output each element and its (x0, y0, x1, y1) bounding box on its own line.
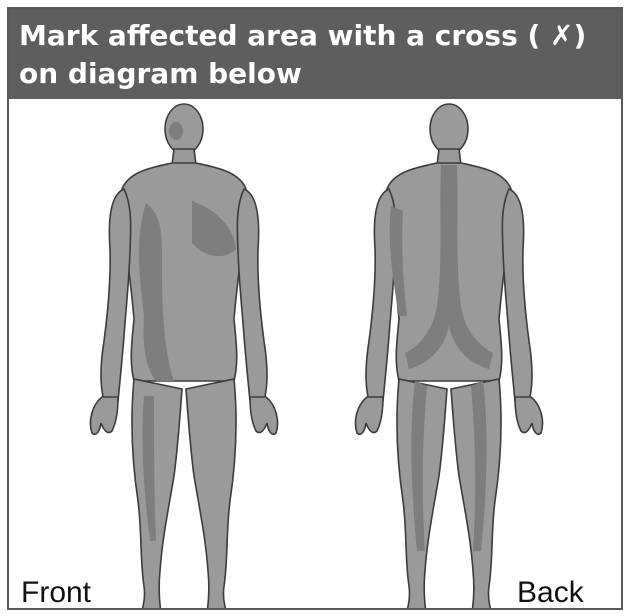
body-diagram[interactable]: Front Back (9, 99, 621, 608)
instruction-prefix: Mark affected area with a cross ( (19, 19, 540, 52)
front-body-figure[interactable] (90, 104, 277, 608)
back-body-figure[interactable] (355, 104, 542, 608)
cross-icon: ✗ (550, 19, 573, 52)
body-map-card: Mark affected area with a cross ( ✗) on … (7, 7, 623, 610)
front-label: Front (21, 577, 91, 609)
body-diagram-svg[interactable] (9, 99, 621, 608)
instruction-line-1: Mark affected area with a cross ( ✗) (19, 17, 621, 55)
instruction-suffix: ) (574, 19, 587, 52)
instruction-header: Mark affected area with a cross ( ✗) on … (9, 9, 621, 99)
instruction-line-2: on diagram below (19, 55, 621, 93)
back-label: Back (517, 577, 584, 609)
